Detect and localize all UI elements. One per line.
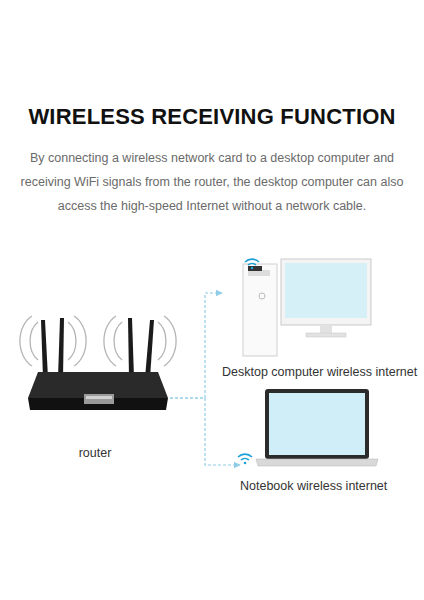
desktop-tower	[243, 264, 277, 356]
notebook-computer	[256, 389, 378, 466]
wifi-icon	[245, 259, 259, 269]
device-label: Desktop computer wireless internet	[222, 365, 424, 379]
router-antennas	[41, 318, 154, 378]
desktop-monitor	[281, 259, 371, 337]
device-label: router	[20, 446, 170, 460]
device-label: Notebook wireless internet	[240, 479, 410, 493]
device-node: router	[20, 300, 170, 460]
caption-text: By connecting a wireless network card to…	[14, 146, 410, 218]
dashed-connector	[170, 398, 240, 465]
device-node: Desktop computer wireless internet	[222, 255, 424, 379]
router-body	[28, 372, 168, 410]
dashed-connector	[170, 293, 222, 398]
title-text: WIRELESS RECEIVING FUNCTION	[0, 104, 424, 130]
wifi-icon	[238, 454, 252, 464]
device-node: Notebook wireless internet	[240, 385, 410, 493]
